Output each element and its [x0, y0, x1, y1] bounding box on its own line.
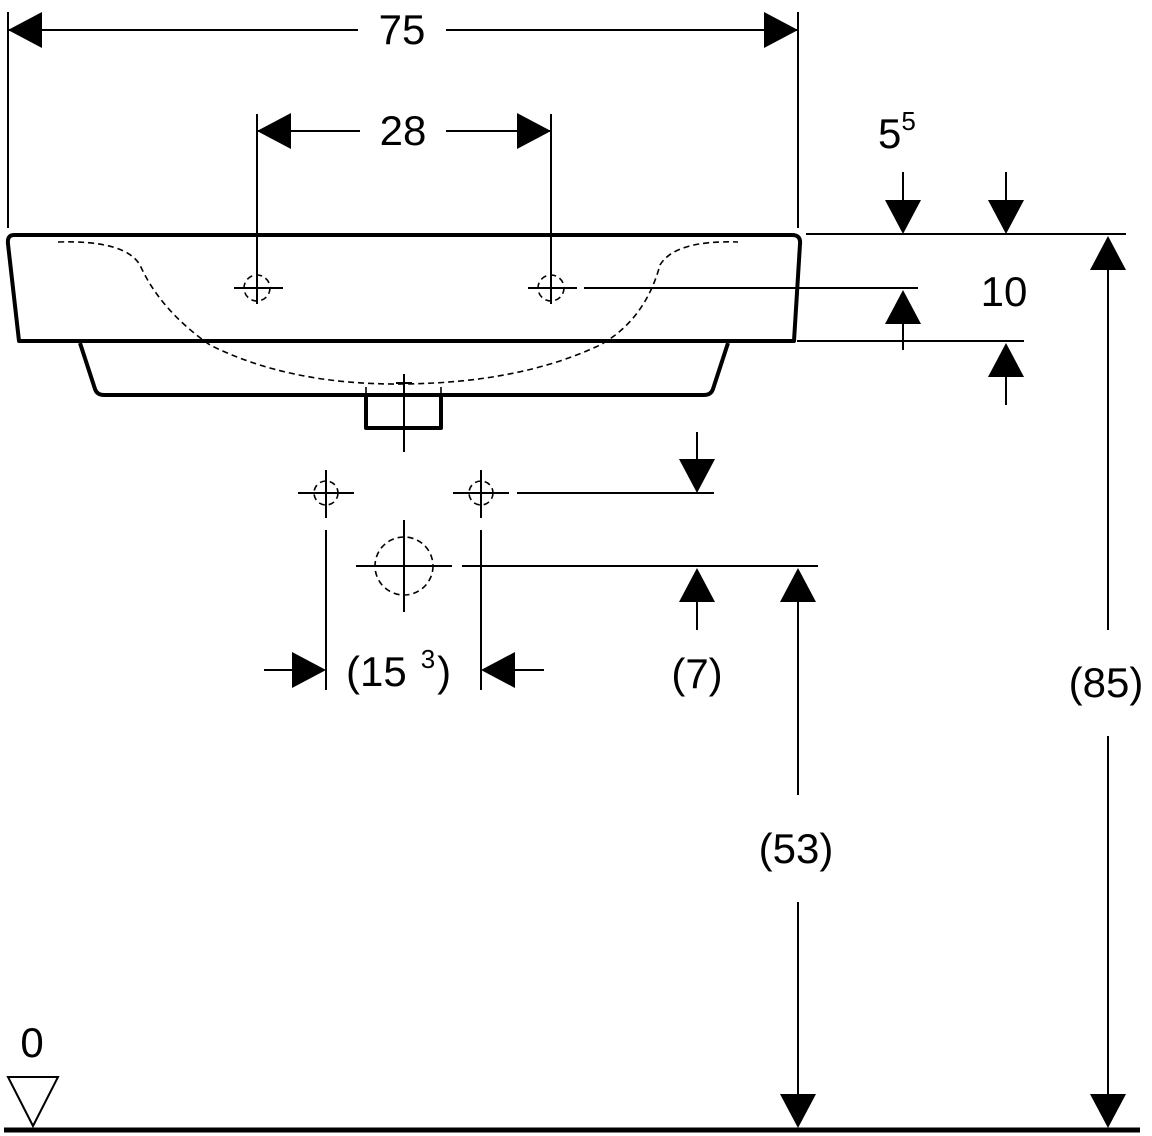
dimension-supply-offset: (7) — [462, 432, 818, 697]
floor-level-triangle-icon — [6, 1076, 60, 1129]
basin-front-view — [5, 233, 803, 452]
dimension-tap-hole-spacing: 28 — [256, 107, 552, 304]
arrowhead — [780, 568, 816, 602]
arrowhead — [988, 200, 1024, 234]
arrowhead — [257, 113, 291, 149]
rim-height-label: 10 — [981, 268, 1028, 315]
arrowhead — [679, 459, 715, 493]
rim-total-height-label: (85) — [1069, 659, 1144, 706]
arrowhead — [885, 290, 921, 324]
tap-hole-spacing-label: 28 — [380, 107, 427, 154]
arrowhead — [481, 652, 515, 688]
supply-point-left — [298, 470, 354, 518]
floor-level-label: 0 — [20, 1019, 43, 1066]
arrowhead — [8, 12, 42, 48]
floor-level-reference: 0 — [4, 1019, 1140, 1133]
arrowhead — [780, 1094, 816, 1128]
dimension-rim-total-height: (85) — [1069, 236, 1144, 1128]
arrowhead — [292, 652, 326, 688]
dimension-overall-width: 75 — [7, 6, 799, 228]
dimension-rim-setback: 55 — [806, 106, 1126, 235]
arrowhead — [679, 568, 715, 602]
dimension-rim-height: 10 — [584, 268, 1027, 405]
supply-offset-label: (7) — [671, 650, 722, 697]
tap-hole-left — [234, 270, 283, 304]
supply-point-right — [453, 470, 509, 518]
arrowhead — [1090, 236, 1126, 270]
arrowhead — [885, 200, 921, 234]
arrowhead — [764, 12, 798, 48]
arrowhead — [988, 343, 1024, 377]
inner-bowl-hidden-line — [57, 241, 739, 385]
dimension-waste-height: (53) — [759, 568, 834, 1128]
waste-height-label: (53) — [759, 825, 834, 872]
basin-rim — [5, 233, 803, 343]
tap-hole-right — [528, 270, 577, 304]
waste-connection-point — [356, 520, 452, 612]
arrowhead — [1090, 1094, 1126, 1128]
overall-width-label: 75 — [379, 6, 426, 53]
arrowhead — [517, 113, 551, 149]
rim-setback-label: 55 — [878, 106, 916, 157]
